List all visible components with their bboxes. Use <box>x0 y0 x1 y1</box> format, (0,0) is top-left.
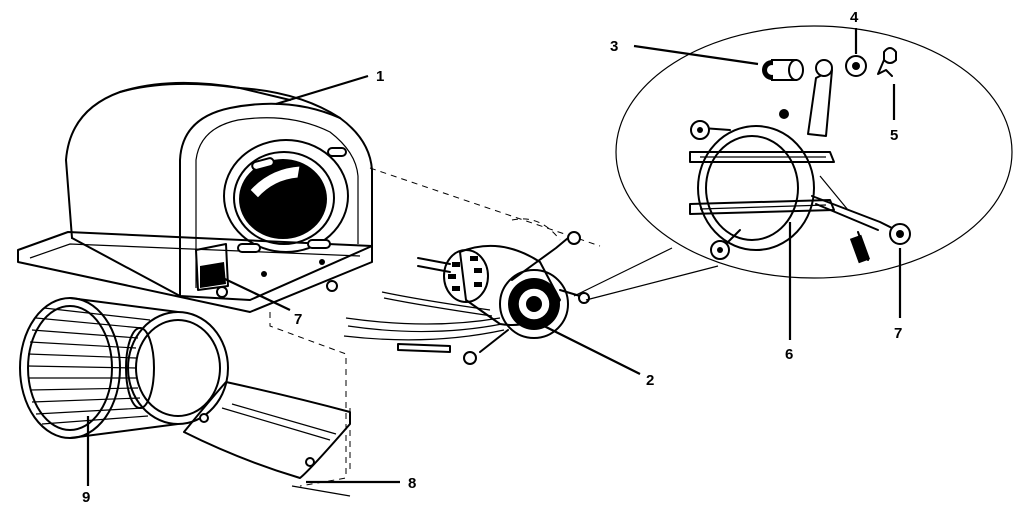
callout-9: 9 <box>82 489 90 506</box>
washer <box>845 55 867 77</box>
callout-6: 6 <box>785 346 793 363</box>
callout-7-mount: 7 <box>894 325 902 342</box>
retaining-clip <box>877 47 897 77</box>
assembly-lines <box>269 167 601 487</box>
blower-housing <box>17 81 373 313</box>
cutoff-plate <box>183 381 351 497</box>
motor <box>343 218 590 365</box>
callout-2: 2 <box>646 372 654 389</box>
callout-5: 5 <box>890 127 898 144</box>
callout-8: 8 <box>408 475 416 492</box>
mount-detail-callout <box>573 25 1013 301</box>
callout-1: 1 <box>376 68 384 85</box>
mounting-band <box>689 59 911 264</box>
callout-4: 4 <box>850 9 859 26</box>
bushing <box>762 59 804 81</box>
blower-wheel <box>19 297 229 439</box>
callout-7-housing: 7 <box>294 311 302 328</box>
leader-lines <box>86 28 902 486</box>
callout-3: 3 <box>610 38 618 55</box>
